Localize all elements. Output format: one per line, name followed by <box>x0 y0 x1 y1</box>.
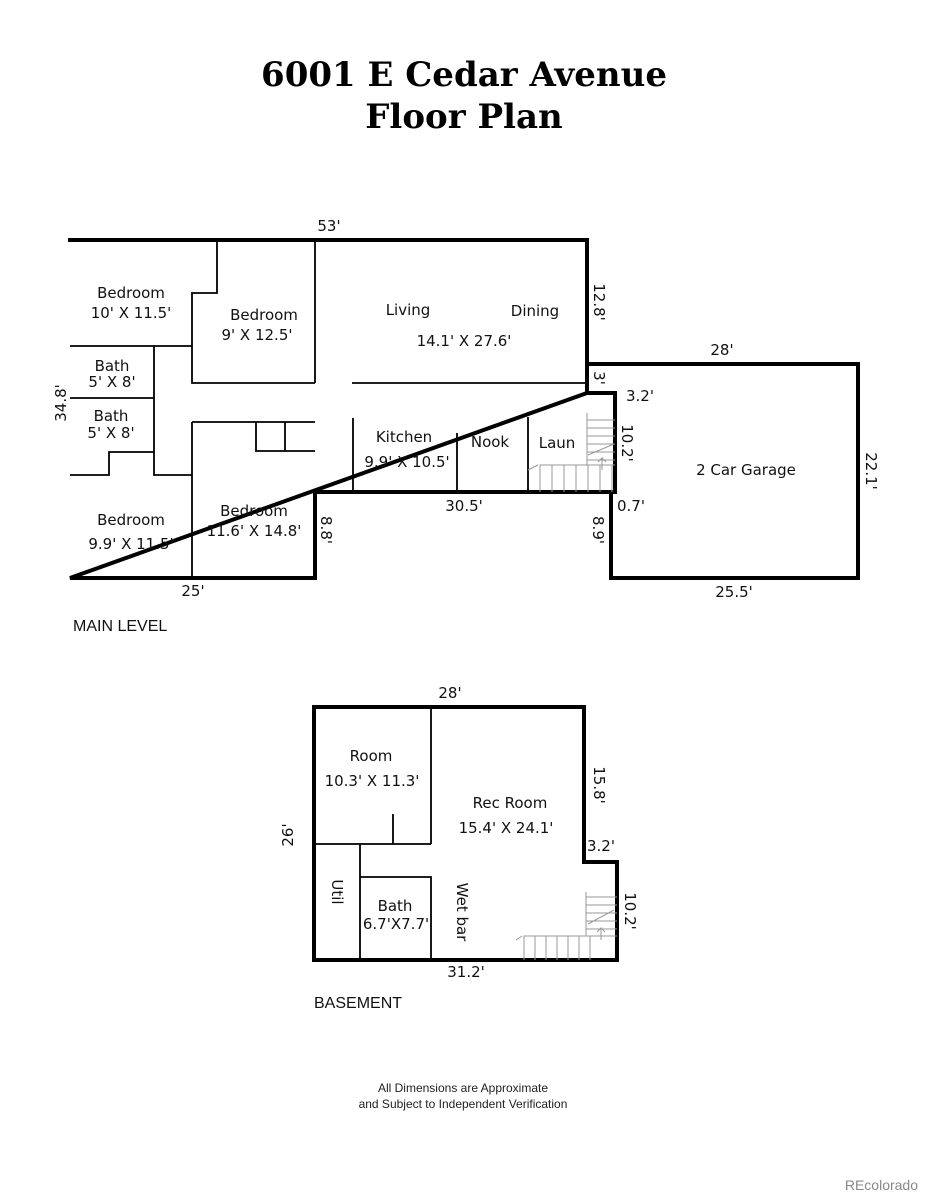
dimension: 25.5' <box>715 583 753 601</box>
garage-wall <box>585 362 860 580</box>
room-name: Util <box>328 879 346 904</box>
main-interior-walls <box>70 240 587 578</box>
dimension: 30.5' <box>445 497 483 515</box>
dimension: 3.2' <box>626 387 654 405</box>
room-size: 11.6' X 14.8' <box>207 522 302 540</box>
room-name: Room <box>350 747 393 765</box>
dimension: 12.8' <box>590 283 608 321</box>
dimension: 10.2' <box>618 424 636 462</box>
basement-interior-walls <box>314 707 432 960</box>
room-size: 10.3' X 11.3' <box>325 772 420 790</box>
dimension: 3.2' <box>587 837 615 855</box>
room-size: 14.1' X 27.6' <box>417 332 512 350</box>
room-name: Bath <box>94 407 129 425</box>
dimension: 8.9' <box>589 516 607 544</box>
dimension: 8.8' <box>317 516 335 544</box>
basement-plan: Room 10.3' X 11.3' Rec Room 15.4' X 24.1… <box>279 684 639 1012</box>
dimension: 28' <box>438 684 461 702</box>
room-size: 15.4' X 24.1' <box>459 819 554 837</box>
basement-exterior-wall <box>312 705 619 962</box>
title-line1: 6001 E Cedar Avenue <box>261 55 667 95</box>
room-size: 5' X 8' <box>88 373 135 391</box>
dimension: 3' <box>590 371 608 385</box>
room-name: Bedroom <box>97 284 165 302</box>
disclaimer-line1: All Dimensions are Approximate <box>378 1081 548 1095</box>
room-size: 9.9' X 11.5' <box>88 535 173 553</box>
room-name: Bath <box>378 897 413 915</box>
dimension: 26' <box>279 823 297 846</box>
dimension: 25' <box>181 582 204 600</box>
room-name: Bedroom <box>230 306 298 324</box>
room-name: 2 Car Garage <box>696 461 796 479</box>
room-size: 9' X 12.5' <box>221 326 292 344</box>
room-name: Kitchen <box>376 428 432 446</box>
basement-stairs <box>515 892 617 960</box>
room-size: 5' X 8' <box>87 424 134 442</box>
main-stairs <box>527 413 615 492</box>
room-name: Bath <box>95 357 130 375</box>
room-name: Bedroom <box>97 511 165 529</box>
room-name: Nook <box>471 433 510 451</box>
dimension: 31.2' <box>447 963 485 981</box>
room-size: 9.9' X 10.5' <box>364 453 449 471</box>
main-level-plan: Bedroom 10' X 11.5' Bedroom 9' X 12.5' L… <box>52 217 880 635</box>
dimension: 28' <box>710 341 733 359</box>
room-name: Rec Room <box>473 794 548 812</box>
disclaimer-line2: and Subject to Independent Verification <box>359 1097 568 1111</box>
dimension: 15.8' <box>590 766 608 804</box>
main-exterior-wall <box>68 238 617 580</box>
room-size: 6.7'X7.7' <box>363 915 429 933</box>
title-line2: Floor Plan <box>365 97 562 137</box>
dimension: 22.1' <box>862 452 880 490</box>
main-level-label: MAIN LEVEL <box>73 618 167 635</box>
room-size: 10' X 11.5' <box>91 304 172 322</box>
basement-label: BASEMENT <box>314 995 402 1012</box>
room-name: Wet bar <box>453 883 471 943</box>
room-name-2: Dining <box>511 302 559 320</box>
watermark: REcolorado <box>845 1177 918 1193</box>
dimension: 0.7' <box>617 497 645 515</box>
dimension: 10.2' <box>621 892 639 930</box>
room-name: Bedroom <box>220 502 288 520</box>
dimension: 34.8' <box>52 384 70 422</box>
room-name: Laun <box>539 434 576 452</box>
dimension: 53' <box>317 217 340 235</box>
room-name: Living <box>386 301 431 319</box>
